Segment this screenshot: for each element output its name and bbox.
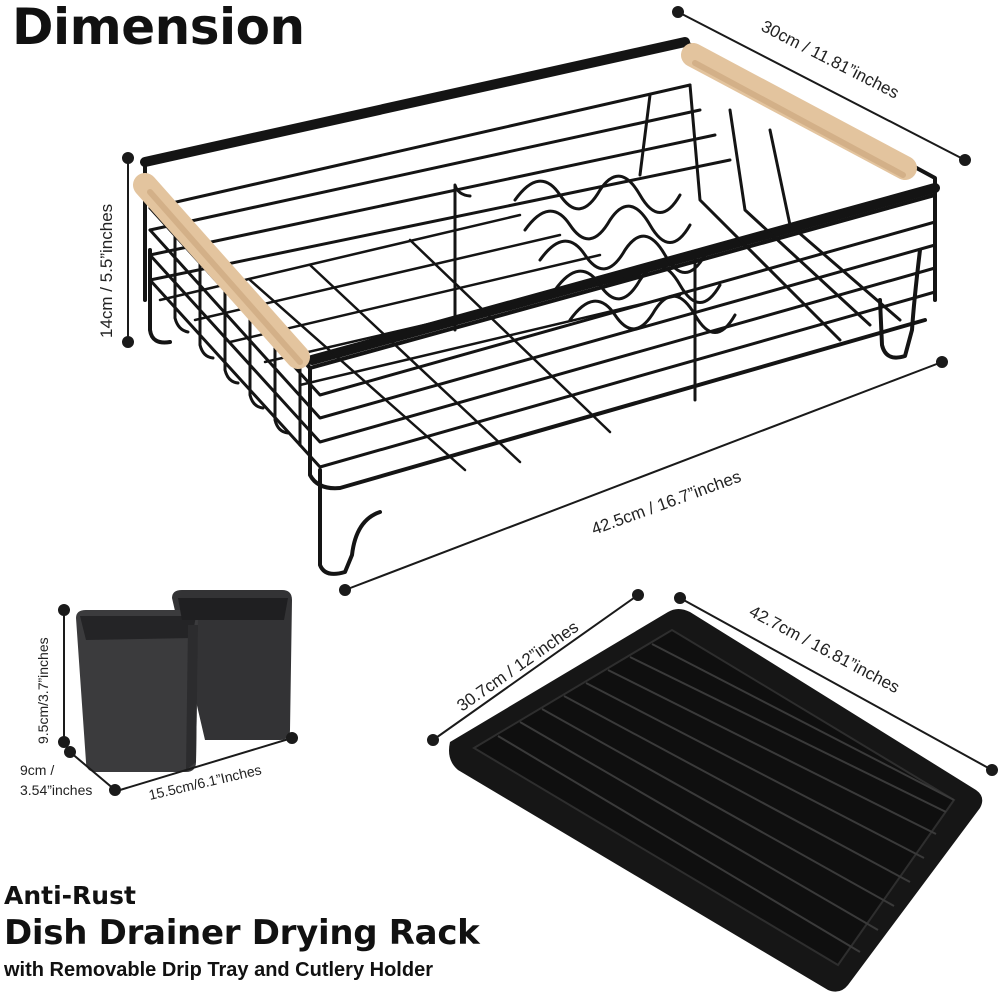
tray-ridges: [497, 643, 955, 953]
dim-holder-depth-line2: 3.54”inches: [20, 782, 92, 798]
page-title: Dimension: [12, 0, 305, 56]
dim-holder-height: 9.5cm/3.7”inches: [35, 637, 51, 744]
rack-wires-front: [173, 228, 302, 447]
cutlery-holder: [76, 590, 292, 772]
dim-holder-depth-line1: 9cm /: [20, 762, 54, 778]
rack-wood-handles: [133, 43, 917, 369]
rack-top-band: [140, 37, 690, 167]
dim-rack-length: 42.5cm / 16.7”inches: [589, 467, 744, 539]
dim-rack-height: 14cm / 5.5”inches: [97, 204, 116, 338]
rack-top-band: [307, 183, 940, 365]
drip-tray: [449, 609, 983, 992]
rack-base-grid: [158, 213, 682, 472]
holder-side-shade: [186, 625, 198, 770]
holder-back-cup-rim: [178, 598, 288, 620]
rack-leg: [453, 183, 472, 332]
holder-back-cup: [172, 590, 292, 740]
rack-leg: [148, 248, 172, 345]
wood-handle-right-shade: [692, 60, 906, 178]
wood-handle-right: [681, 43, 917, 180]
dimension-lines: [58, 6, 998, 796]
caption-subtitle: with Removable Drip Tray and Cutlery Hol…: [4, 959, 433, 981]
rack-plate-dividers: [513, 83, 902, 342]
caption-line-anti-rust: Anti-Rust: [4, 881, 136, 910]
rack-leg: [318, 468, 382, 576]
wood-handle-left-shade: [147, 189, 303, 365]
rack-front-edge: [308, 318, 927, 491]
holder-front-cup-rim: [80, 616, 196, 640]
holder-front-cup: [76, 610, 198, 772]
product-caption: Anti-Rust Dish Drainer Drying Rack with …: [4, 883, 480, 980]
caption-product-name: Dish Drainer Drying Rack: [4, 913, 480, 953]
rack-leg: [878, 248, 922, 360]
